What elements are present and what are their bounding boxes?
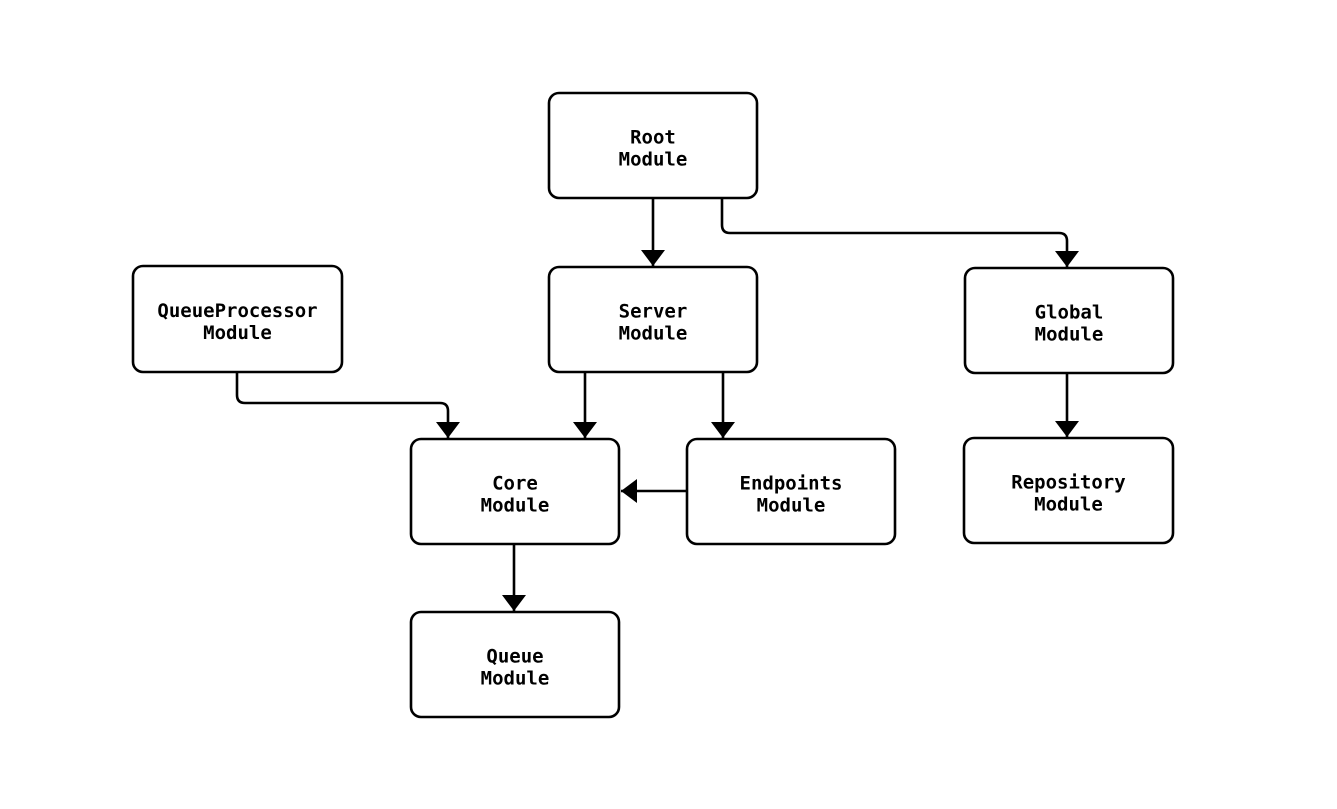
node-label-line: Module: [619, 149, 688, 171]
node-box: [685, 437, 897, 546]
node-box: [963, 266, 1175, 375]
node-box: [409, 610, 621, 719]
node-box: [409, 437, 621, 546]
edges-layer: [235, 198, 1079, 611]
node-label-line: Module: [481, 668, 550, 690]
node-label-line: Module: [619, 323, 688, 345]
node-label-line: Module: [1034, 494, 1103, 516]
node-label-line: QueueProcessor: [157, 300, 317, 322]
edge-root-to-global: [720, 198, 1079, 267]
node-label-line: Server: [619, 301, 688, 323]
node-box: [547, 265, 759, 374]
node-label-line: Global: [1035, 302, 1104, 324]
node-box: [962, 436, 1175, 545]
node-label-line: Module: [481, 495, 550, 517]
node-label-line: Root: [630, 127, 676, 149]
node-label-line: Module: [203, 322, 272, 344]
node-label-line: Queue: [486, 646, 543, 668]
node-box: [547, 91, 759, 200]
node-box: [131, 264, 344, 374]
node-label-line: Core: [492, 473, 538, 495]
edge-queueprocessor-to-core: [235, 372, 460, 438]
node-label-line: Module: [1035, 324, 1104, 346]
node-label-line: Endpoints: [740, 473, 843, 495]
node-label-line: Module: [757, 495, 826, 517]
node-label-line: Repository: [1011, 472, 1125, 494]
